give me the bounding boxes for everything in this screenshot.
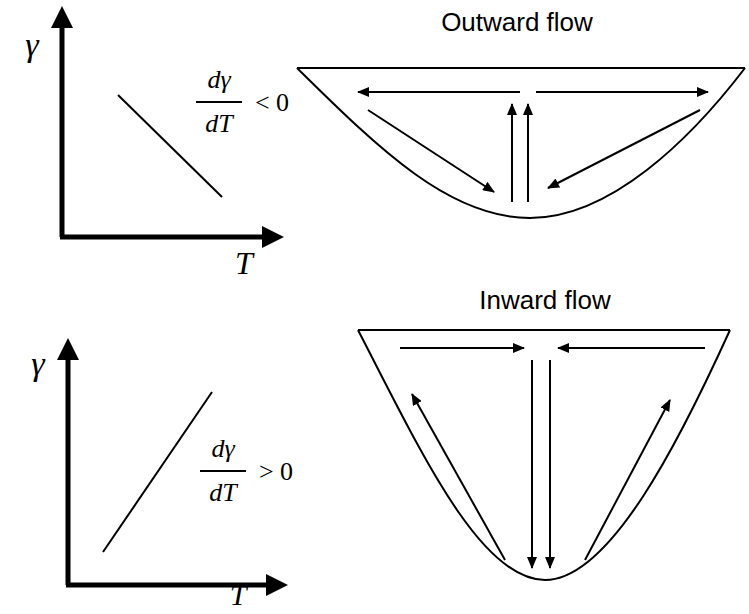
axis-arrowhead	[262, 226, 284, 248]
flow-arrows	[358, 92, 708, 202]
axis-label: T	[230, 578, 247, 611]
slope-sign: < 0	[255, 89, 289, 118]
slope-denominator: dT	[209, 479, 236, 508]
flow-title: Inward flow	[479, 286, 611, 315]
slope-denominator: dT	[205, 110, 232, 139]
fraction-bar	[200, 470, 246, 472]
droplet-outline	[297, 68, 745, 218]
axis-label: γ	[31, 345, 44, 382]
flow-title: Outward flow	[441, 8, 593, 37]
axes	[60, 24, 266, 237]
slope-numerator: dγ	[211, 435, 234, 464]
flow-arrows	[400, 348, 705, 568]
axis-arrowhead	[51, 6, 73, 28]
axes	[66, 356, 270, 585]
slope-numerator: dγ	[207, 66, 230, 95]
fraction-bar	[196, 101, 242, 103]
axis-label: γ	[25, 26, 38, 63]
axis-label: T	[235, 246, 253, 281]
trend-line	[103, 392, 212, 552]
droplet-outline	[358, 330, 730, 580]
axis-arrowhead	[266, 574, 288, 596]
axis-arrowhead	[57, 338, 79, 360]
slope-sign: > 0	[259, 458, 293, 487]
